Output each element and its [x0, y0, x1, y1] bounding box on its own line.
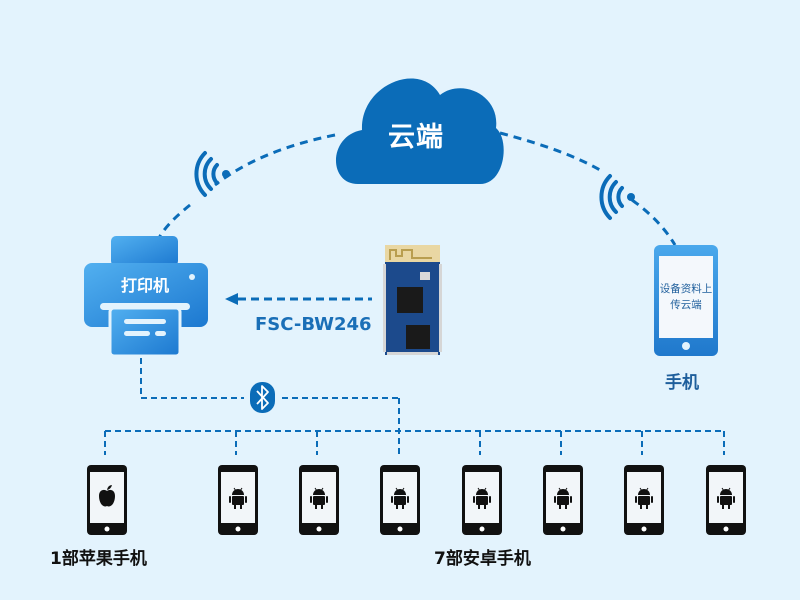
apple-icon — [99, 485, 115, 507]
phone-android — [543, 465, 583, 535]
wifi-link-left — [156, 133, 336, 241]
android-icon — [473, 487, 491, 509]
cloud-label: 云端 — [388, 122, 444, 153]
android-icon — [717, 487, 735, 509]
phone-android — [299, 465, 339, 535]
android-icon — [635, 487, 653, 509]
phone-android — [380, 465, 420, 535]
android-icon — [229, 487, 247, 509]
apple-group-label: 1部苹果手机 — [50, 549, 147, 569]
android-group-label: 7部安卓手机 — [434, 549, 531, 569]
phone-android — [706, 465, 746, 535]
android-icon — [310, 487, 328, 509]
mobile-label: 手机 — [665, 373, 699, 393]
module-label: FSC-BW246 — [255, 314, 372, 335]
wifi-signal-icon — [599, 174, 635, 220]
bluetooth-icon — [250, 382, 275, 413]
cloud-icon — [335, 78, 504, 184]
wifi-link-right — [499, 131, 677, 246]
phones-row — [87, 465, 746, 535]
bluetooth-wifi-module-pcb — [383, 245, 442, 355]
mobile-screen-text: 设备资料上传云端 — [659, 283, 713, 311]
phone-android — [218, 465, 258, 535]
android-icon — [391, 487, 409, 509]
arrow-left-icon — [225, 293, 372, 305]
printer-label: 打印机 — [120, 276, 169, 295]
printer-icon — [84, 236, 208, 358]
android-icon — [554, 487, 572, 509]
wifi-signal-icon — [194, 151, 230, 197]
smartphone-icon — [654, 245, 718, 356]
phone-android — [624, 465, 664, 535]
phone-android — [462, 465, 502, 535]
phone-ios — [87, 465, 127, 535]
bluetooth-link-tree — [104, 358, 725, 455]
